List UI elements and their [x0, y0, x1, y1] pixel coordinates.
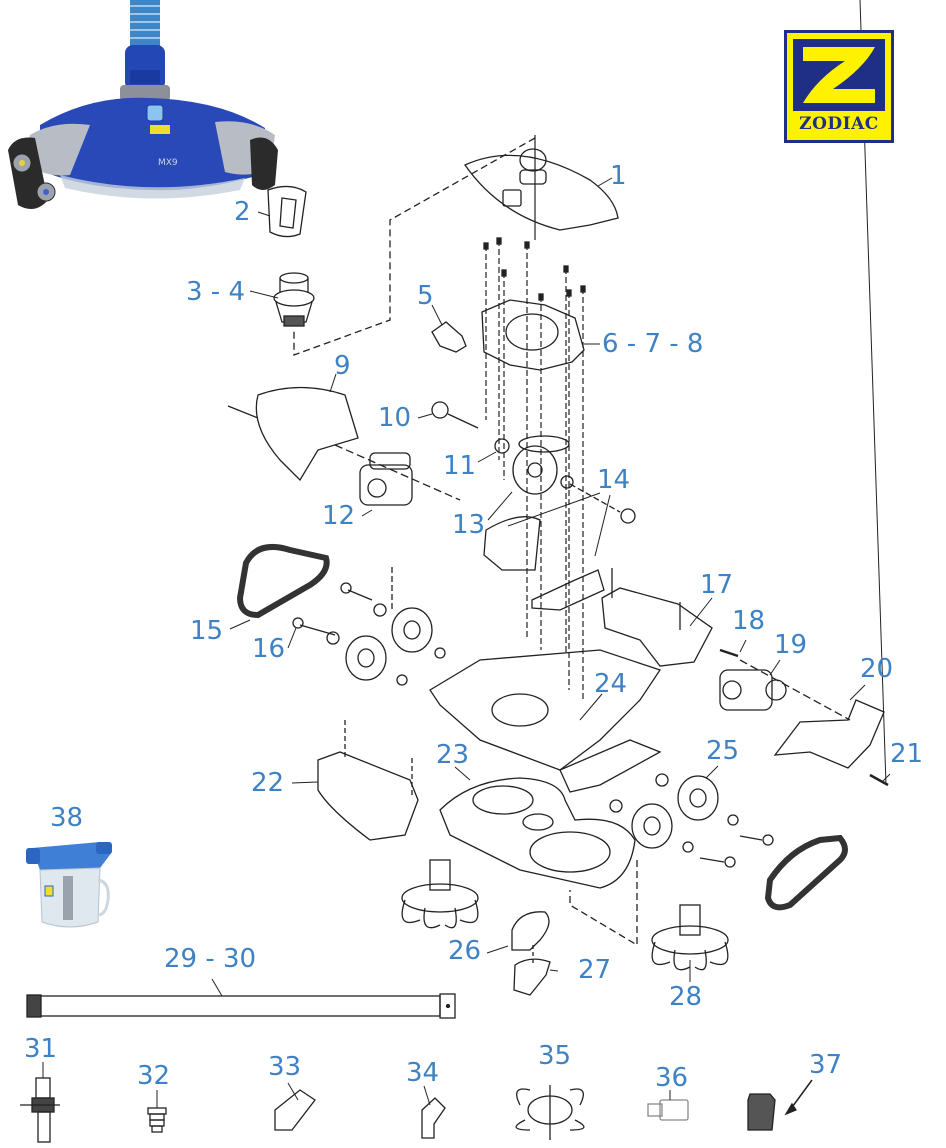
label-part-29-30: 29 - 30 — [164, 944, 257, 974]
part-37 — [747, 1093, 776, 1131]
part-33 — [274, 1089, 316, 1131]
label-part-10: 10 — [378, 403, 412, 433]
label-part-11: 11 — [443, 451, 477, 481]
label-part-14: 14 — [597, 465, 631, 495]
part-21 — [869, 773, 889, 787]
label-part-31: 31 — [24, 1034, 58, 1064]
label-part-12: 12 — [322, 501, 356, 531]
part-2 — [267, 185, 307, 238]
label-part-37: 37 — [809, 1050, 843, 1080]
part-13 — [512, 435, 570, 495]
label-part-24: 24 — [594, 669, 628, 699]
label-part-6-7-8: 6 - 7 - 8 — [602, 329, 704, 359]
part-24 — [429, 649, 662, 771]
part-18 — [719, 648, 739, 658]
brand-name: ZODIAC — [799, 114, 879, 134]
part-5 — [431, 321, 467, 353]
part-22 — [317, 751, 419, 841]
part-35 — [515, 1085, 585, 1140]
wheels-left — [326, 603, 446, 686]
label-part-36: 36 — [655, 1063, 689, 1093]
label-part-34: 34 — [406, 1058, 440, 1088]
part-9 — [255, 386, 359, 482]
label-part-20: 20 — [860, 654, 894, 684]
part-3-4 — [273, 272, 315, 327]
part-27 — [513, 958, 551, 996]
part-38-photo — [26, 842, 112, 928]
label-part-25: 25 — [706, 736, 740, 766]
svg-text:MX9: MX9 — [158, 158, 178, 168]
label-part-26: 26 — [448, 936, 482, 966]
part-29-30 — [26, 993, 456, 1019]
part-28 — [651, 904, 729, 971]
label-part-28: 28 — [669, 982, 703, 1012]
part-23 — [439, 777, 636, 889]
exploded-parts — [20, 0, 891, 1143]
part-25 — [609, 773, 774, 868]
label-part-27: 27 — [578, 955, 612, 985]
label-part-21: 21 — [890, 739, 924, 769]
label-part-35: 35 — [538, 1041, 572, 1071]
part-20 — [773, 699, 885, 769]
label-part-2: 2 — [234, 197, 251, 227]
part-36 — [647, 1099, 689, 1121]
label-part-18: 18 — [732, 606, 766, 636]
label-part-1: 1 — [610, 161, 627, 191]
product-photo: MX9 — [8, 0, 278, 209]
label-part-3-4: 3 - 4 — [186, 277, 245, 307]
part-12 — [359, 452, 413, 506]
zodiac-z-icon — [793, 39, 885, 111]
part-19 — [719, 669, 787, 711]
brush-left — [401, 859, 479, 929]
part-31 — [20, 1077, 60, 1143]
label-part-32: 32 — [137, 1061, 171, 1091]
part-34 — [421, 1097, 446, 1139]
part-1 — [464, 154, 619, 231]
label-part-16: 16 — [252, 634, 286, 664]
part-11 — [494, 438, 510, 454]
zodiac-logo: ZODIAC — [784, 30, 894, 143]
label-part-22: 22 — [251, 768, 285, 798]
label-part-38: 38 — [50, 803, 84, 833]
label-part-19: 19 — [774, 630, 808, 660]
label-part-5: 5 — [417, 281, 434, 311]
part-10 — [431, 401, 479, 429]
label-part-13: 13 — [452, 510, 486, 540]
label-part-33: 33 — [268, 1052, 302, 1082]
label-part-23: 23 — [436, 740, 470, 770]
label-part-17: 17 — [700, 570, 734, 600]
part-14a — [483, 516, 541, 571]
part-15 — [236, 544, 330, 619]
part-26 — [511, 911, 550, 951]
label-part-15: 15 — [190, 616, 224, 646]
part-32 — [147, 1107, 167, 1133]
label-part-9: 9 — [334, 351, 351, 381]
part-14b — [531, 569, 605, 611]
part-17 — [601, 587, 713, 667]
